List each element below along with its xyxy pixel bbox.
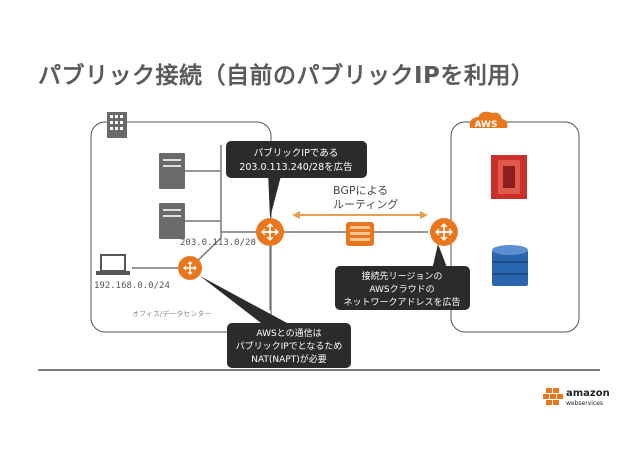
s3-icon	[491, 155, 527, 199]
subnet-public-label: 203.0.113.0/28	[180, 238, 256, 248]
svg-text:ネットワークアドレスを広告: ネットワークアドレスを広告	[343, 296, 460, 308]
svg-text:AWS: AWS	[475, 120, 498, 130]
aws-router-icon	[430, 218, 458, 246]
bgp-routing-arrow	[292, 211, 428, 219]
aws-cloud-frame	[450, 121, 580, 333]
svg-text:AWSとの通信は: AWSとの通信は	[256, 327, 321, 339]
page-title: パブリック接続（自前のパブリックIPを利用）	[38, 63, 535, 89]
routing-label-line1: BGPによる	[333, 184, 388, 197]
datacenter-label: オフィス/データセンター	[132, 309, 211, 318]
aws-cloud-badge: AWS	[469, 111, 508, 130]
svg-text:webservices: webservices	[566, 400, 603, 407]
callout-aws-advertise: 接続先リージョンの AWSクラウドの ネットワークアドレスを広告	[335, 244, 470, 310]
callout-advertise: パブリックIPである 203.0.113.240/28を広告	[226, 141, 367, 218]
svg-text:203.0.113.240/28を広告: 203.0.113.240/28を広告	[239, 161, 352, 173]
nat-router-icon	[178, 256, 202, 280]
routing-label-line2: ルーティング	[333, 197, 398, 211]
svg-text:パブリックIPでとなるため: パブリックIPでとなるため	[236, 340, 343, 352]
subnet-private-label: 192.168.0.0/24	[94, 281, 170, 291]
building-icon	[107, 112, 127, 138]
server-icon	[159, 153, 185, 189]
laptop-icon	[96, 254, 130, 275]
server-icon	[159, 203, 185, 239]
svg-text:AWSクラウドの: AWSクラウドの	[369, 284, 434, 295]
svg-text:amazon: amazon	[566, 388, 610, 399]
dynamodb-icon	[492, 245, 528, 286]
svg-text:接続先リージョンの: 接続先リージョンの	[362, 270, 443, 282]
svg-text:NAT(NAPT)が必要: NAT(NAPT)が必要	[251, 353, 327, 365]
direct-connect-icon	[346, 222, 374, 246]
amazon-webservices-logo: amazon webservices	[543, 388, 610, 407]
svg-text:パブリックIPである: パブリックIPである	[254, 147, 338, 159]
callout-nat: AWSとの通信は パブリックIPでとなるため NAT(NAPT)が必要	[200, 276, 351, 368]
customer-router-icon	[256, 218, 284, 246]
